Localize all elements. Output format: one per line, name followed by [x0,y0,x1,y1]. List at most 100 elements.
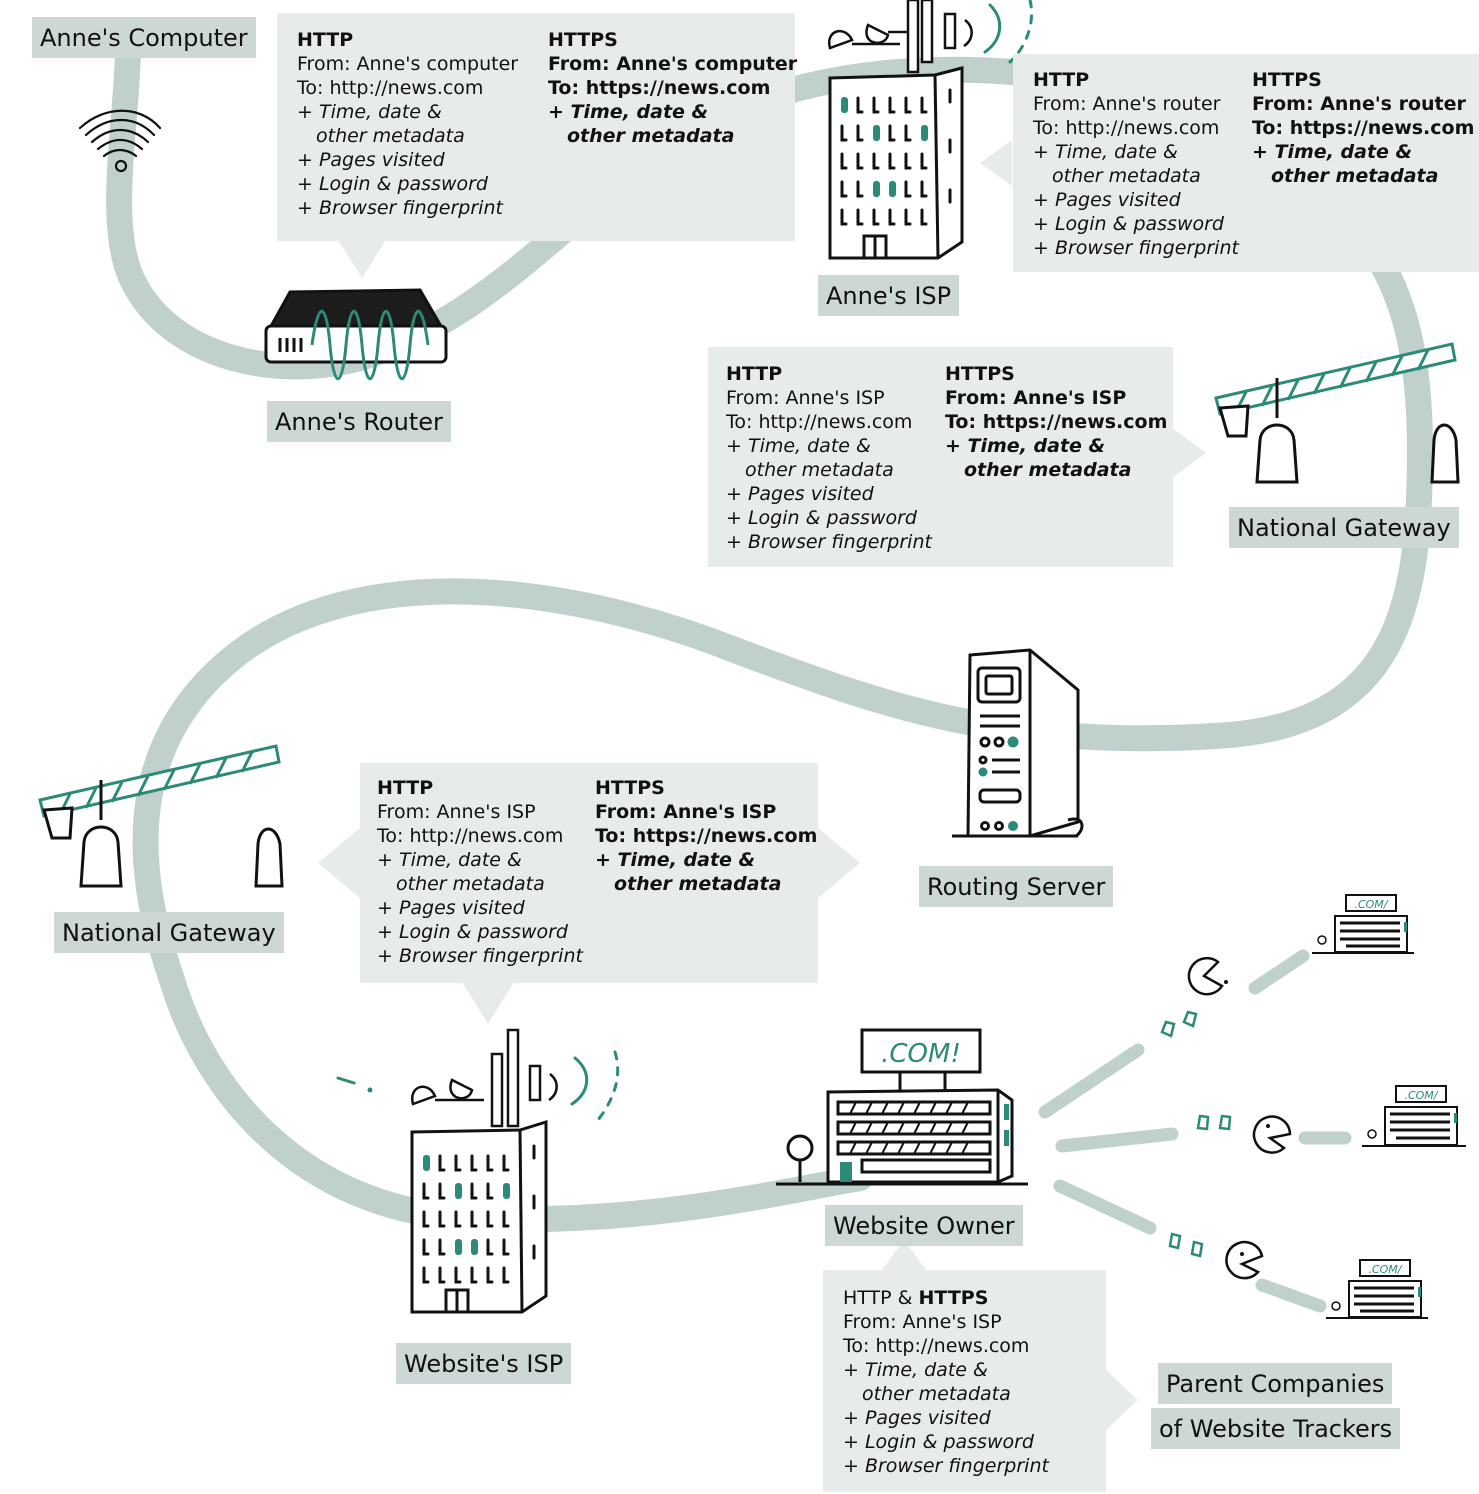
https-header: HTTPS [1252,69,1322,91]
meta-time: + Time, date & [595,849,756,871]
info-box-isp [708,347,1173,567]
https-column: HTTPS From: Anne's computer To: https://… [548,28,797,148]
svg-text:.COM/: .COM/ [1368,1263,1402,1276]
annes-isp-building-icon [758,0,1034,260]
https-column: HTTPS From: Anne's ISP To: https://news.… [595,776,817,896]
to-line: To: https://news.com [595,825,818,847]
http-column: HTTP From: Anne's ISP To: http://news.co… [726,362,932,554]
meta-pages: + Pages visited [1033,189,1181,211]
http-header: HTTP [377,777,434,799]
info-box-website-owner [823,1270,1106,1492]
meta-time: + Time, date & [945,435,1106,457]
https-column: HTTPS From: Anne's router To: https://ne… [1252,68,1474,188]
https-header: HTTPS [945,363,1015,385]
tracker-pacman-icon-3 [1168,1232,1264,1280]
to-line: To: http://news.com [377,825,564,847]
tracker-building-icon-2: .COM/ [1362,1085,1466,1147]
info-box-router [1013,54,1479,272]
meta-login: + Login & password [843,1431,1034,1453]
meta-time: + Time, date & [548,101,709,123]
meta-other: other metadata [1052,165,1201,187]
from-line: From: Anne's ISP [595,801,777,823]
meta-login: + Login & password [377,921,568,943]
meta-time: + Time, date & [1252,141,1413,163]
from-line: From: Anne's computer [297,53,519,75]
from-line: From: Anne's ISP [726,387,885,409]
from-line: From: Anne's ISP [843,1311,1002,1333]
routing-server-icon [952,648,1084,838]
svg-text:.COM/: .COM/ [1354,898,1388,911]
meta-other: other metadata [745,459,894,481]
from-line: From: Anne's ISP [377,801,536,823]
node-website-owner: Website Owner [825,1205,1023,1246]
http-column: HTTP From: Anne's ISP To: http://news.co… [377,776,583,968]
meta-fingerprint: + Browser fingerprint [1033,237,1239,259]
to-line: To: http://news.com [726,411,913,433]
meta-login: + Login & password [297,173,488,195]
router-icon [264,288,448,381]
meta-other: other metadata [316,125,465,147]
node-parent-companies-line2: of Website Trackers [1151,1408,1401,1449]
meta-time: + Time, date & [843,1359,988,1381]
wifi-icon [78,109,162,173]
meta-fingerprint: + Browser fingerprint [297,197,503,219]
websites-isp-building-icon [336,1028,620,1314]
meta-login: + Login & password [726,507,917,529]
meta-time: + Time, date & [297,101,442,123]
meta-other: other metadata [862,1383,1011,1405]
node-annes-computer: Anne's Computer [32,17,256,58]
http-column: HTTP From: Anne's computer To: http://ne… [297,28,518,220]
https-header: HTTPS [918,1287,989,1309]
meta-pages: + Pages visited [726,483,874,505]
national-gateway-2-barrier-icon [38,744,284,888]
node-annes-router: Anne's Router [267,401,451,442]
https-header: HTTPS [595,777,665,799]
meta-other: other metadata [1271,165,1439,187]
node-parent-companies-line1: Parent Companies [1158,1363,1393,1404]
https-column: HTTPS From: Anne's ISP To: https://news.… [945,362,1167,482]
meta-other: other metadata [964,459,1132,481]
meta-fingerprint: + Browser fingerprint [377,945,583,967]
meta-other: other metadata [614,873,782,895]
https-header: HTTPS [548,29,618,51]
to-line: To: https://news.com [548,77,771,99]
from-line: From: Anne's router [1252,93,1466,115]
node-websites-isp: Website's ISP [396,1343,572,1384]
tracker-building-icon-3: .COM/ [1326,1259,1428,1319]
callout-pointers [318,140,1206,1430]
meta-other: other metadata [396,873,545,895]
to-line: To: http://news.com [1033,117,1220,139]
meta-time: + Time, date & [726,435,871,457]
to-line: To: http://news.com [297,77,484,99]
from-line: From: Anne's ISP [945,387,1127,409]
meta-login: + Login & password [1033,213,1224,235]
node-national-gateway-2: National Gateway [54,912,284,953]
meta-time: + Time, date & [1033,141,1178,163]
to-line: To: https://news.com [1252,117,1475,139]
info-box-computer [277,13,795,241]
node-annes-isp: Anne's ISP [818,275,960,316]
tracker-pacman-icon-1 [1160,957,1228,1038]
from-line: From: Anne's router [1033,93,1221,115]
node-routing-server: Routing Server [919,866,1114,907]
tracker-pacman-icon-2 [1196,1114,1292,1154]
http-header: HTTP [726,363,783,385]
http-header: HTTP [1033,69,1090,91]
meta-time: + Time, date & [377,849,522,871]
tracker-building-icon-1: .COM/ [1312,894,1414,954]
to-line: To: https://news.com [945,411,1168,433]
national-gateway-1-barrier-icon [1214,342,1460,484]
meta-pages: + Pages visited [843,1407,991,1429]
to-line: To: http://news.com [843,1335,1030,1357]
meta-pages: + Pages visited [377,897,525,919]
http-column: HTTP From: Anne's router To: http://news… [1033,68,1239,260]
meta-pages: + Pages visited [297,149,445,171]
tracker-branches [1038,949,1352,1313]
svg-text:.COM/: .COM/ [1404,1089,1438,1102]
http-https-column: HTTP & HTTPS From: Anne's ISP To: http:/… [843,1286,1049,1478]
info-box-gateway [360,763,818,983]
website-owner-building-icon: .COM! [776,1028,1028,1186]
meta-fingerprint: + Browser fingerprint [726,531,932,553]
http-header: HTTP & [843,1287,919,1309]
